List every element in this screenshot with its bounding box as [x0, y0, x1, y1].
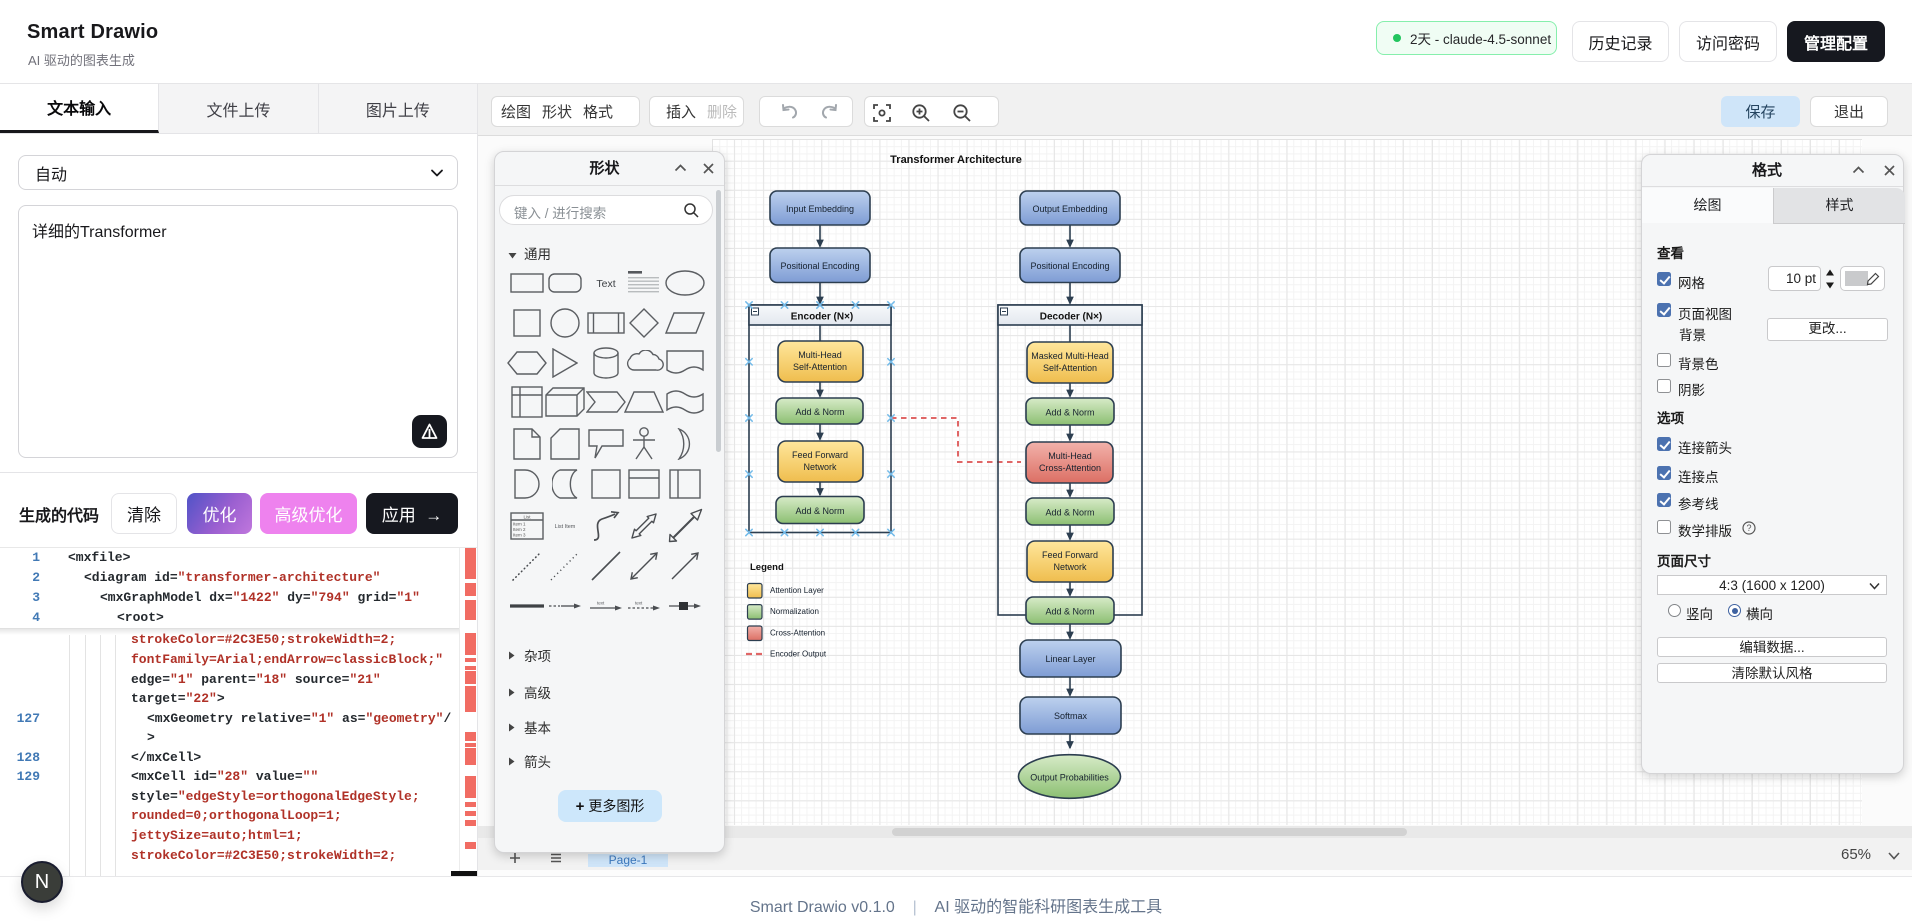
svg-text:Positional Encoding: Positional Encoding — [780, 261, 859, 271]
svg-text:Multi-Head: Multi-Head — [1048, 451, 1092, 461]
svg-text:Encoder Output: Encoder Output — [770, 650, 827, 659]
svg-text:Masked Multi-Head: Masked Multi-Head — [1031, 351, 1109, 361]
svg-text:List: List — [523, 514, 531, 519]
svg-text:Add & Norm: Add & Norm — [1045, 408, 1094, 418]
svg-text:Encoder (N×): Encoder (N×) — [791, 312, 854, 323]
svg-text:List Item: List Item — [555, 524, 576, 530]
svg-text:Linear Layer: Linear Layer — [1045, 654, 1095, 664]
svg-text:Item 1: Item 1 — [513, 521, 526, 526]
svg-text:Feed Forward: Feed Forward — [792, 450, 848, 460]
svg-text:Cross-Attention: Cross-Attention — [1039, 463, 1101, 473]
svg-text:Network: Network — [1053, 562, 1087, 572]
svg-text:Item 2: Item 2 — [513, 527, 526, 532]
svg-text:Positional Encoding: Positional Encoding — [1030, 261, 1109, 271]
svg-text:Multi-Head: Multi-Head — [798, 350, 842, 360]
svg-text:Self-Attention: Self-Attention — [1043, 363, 1097, 373]
svg-text:Network: Network — [803, 462, 837, 472]
svg-text:Add & Norm: Add & Norm — [1045, 508, 1094, 518]
svg-text:Feed Forward: Feed Forward — [1042, 550, 1098, 560]
svg-text:text: text — [597, 601, 605, 606]
svg-text:Softmax: Softmax — [1054, 711, 1088, 721]
svg-text:Item 3: Item 3 — [513, 532, 526, 537]
svg-text:Text: Text — [596, 278, 615, 290]
svg-text:Decoder (N×): Decoder (N×) — [1040, 312, 1103, 323]
svg-text:Normalization: Normalization — [770, 607, 819, 616]
svg-text:Output Probabilities: Output Probabilities — [1030, 773, 1109, 783]
svg-text:Attention Layer: Attention Layer — [770, 586, 824, 595]
svg-text:Cross-Attention: Cross-Attention — [770, 629, 825, 638]
svg-text:?: ? — [1746, 523, 1751, 533]
svg-text:Legend: Legend — [750, 562, 784, 573]
svg-text:Input Embedding: Input Embedding — [786, 204, 854, 214]
svg-text:text: text — [635, 601, 643, 606]
svg-text:Output Embedding: Output Embedding — [1032, 204, 1107, 214]
svg-text:Transformer Architecture: Transformer Architecture — [890, 154, 1022, 166]
svg-text:Add & Norm: Add & Norm — [1045, 607, 1094, 617]
svg-text:Self-Attention: Self-Attention — [793, 362, 847, 372]
svg-text:Add & Norm: Add & Norm — [795, 407, 844, 417]
svg-text:Add & Norm: Add & Norm — [795, 506, 844, 516]
